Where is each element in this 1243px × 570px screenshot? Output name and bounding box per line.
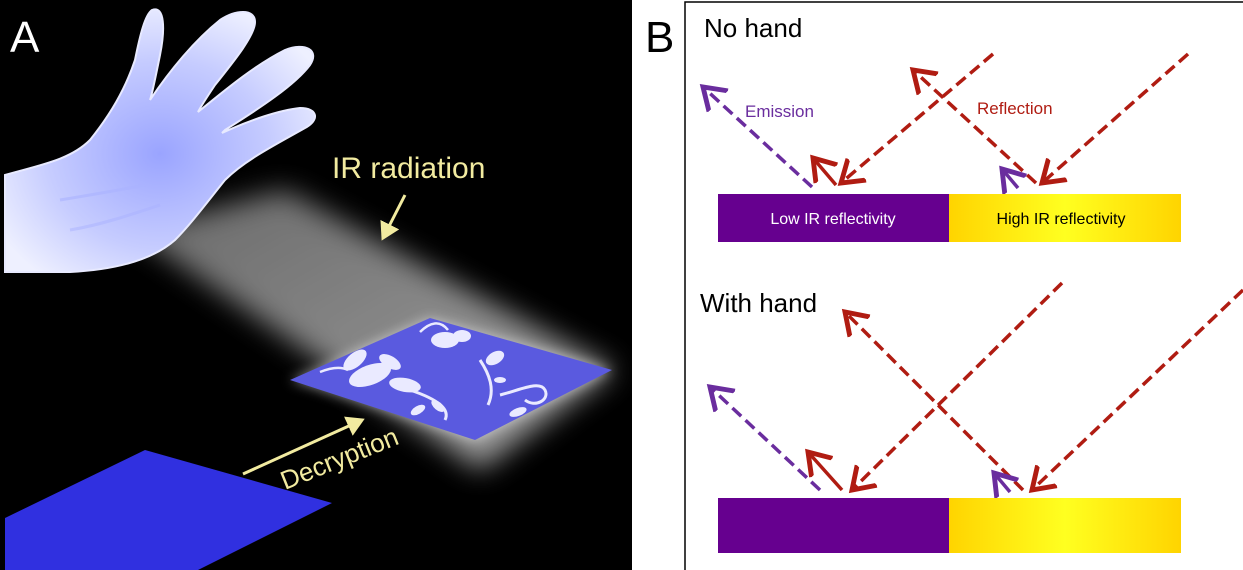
reflected-ir-arrow-right-hand [845,312,1025,492]
high-reflectivity-bar [949,194,1181,242]
reflected-ir-arrow-right [913,70,1038,185]
decryption-arrow [242,416,365,476]
low-reflectivity-bar-hand [718,498,949,553]
high-reflectivity-bar-hand [949,498,1181,553]
short-reflection-arrow-left-hand [808,452,844,492]
incident-ir-arrow-left-hand [852,281,1064,490]
high-reflectivity-label: High IR reflectivity [997,211,1126,228]
panel-b-frame [684,1,1243,570]
incident-ir-arrow-right [1042,52,1190,183]
panel-a-letter: A [10,13,40,62]
flower-pattern-icon [319,322,548,421]
short-emission-arrow-right [1002,169,1018,188]
reflection-label: Reflection [977,99,1053,118]
hand-icon [4,8,316,274]
with-hand-diagram: With hand [700,281,1243,553]
emission-arrow-left-hand [710,387,822,492]
no-hand-diagram: No hand Emission Reflection Low IR refle… [703,13,1190,242]
emission-label: Emission [745,102,814,121]
decrypted-sheet [290,318,612,440]
low-reflectivity-bar [718,194,949,242]
low-reflectivity-label: Low IR reflectivity [770,211,895,228]
short-reflection-arrow-left [813,158,836,187]
incident-ir-arrow-right-hand [1032,288,1243,490]
emission-arrow-left [703,87,814,189]
ir-radiation-label: IR radiation [332,152,485,185]
short-emission-arrow-right-hand [994,473,1010,492]
no-hand-title: No hand [704,13,802,43]
encrypted-sheet [5,450,332,570]
incident-ir-arrow-left [841,52,995,183]
ir-radiation-arrow [380,194,407,241]
panel-b: B No hand Emission Reflection Low IR ref… [645,1,1243,570]
panel-a: A IR radiation Decryption [0,0,632,570]
panel-b-letter: B [645,13,674,62]
with-hand-title: With hand [700,288,817,318]
